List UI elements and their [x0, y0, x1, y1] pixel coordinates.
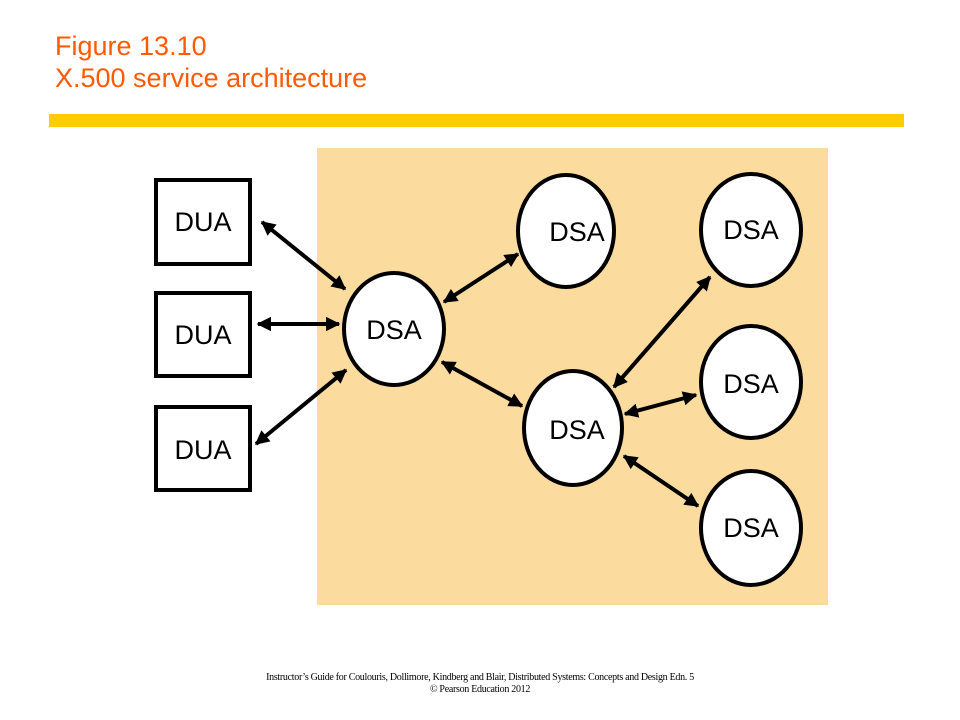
- footer-credit: Instructor’s Guide for Coulouris, Dollim…: [0, 672, 960, 696]
- dsa-top-node: [516, 173, 616, 289]
- dsa-right-mid-label: DSA: [723, 369, 779, 399]
- dsa-right-bottom-label: DSA: [723, 513, 779, 543]
- link-dsa-central-dsa-mid: [440, 360, 524, 408]
- accent-bar: [49, 114, 904, 127]
- dsa-right-top-node: [699, 172, 803, 288]
- link-dua1-dsa-central: [260, 220, 347, 291]
- dsa-mid-node: [522, 369, 624, 487]
- link-dsa-central-dsa-top: [442, 252, 520, 304]
- footer-line-2: © Pearson Education 2012: [429, 684, 531, 695]
- link-dsa-mid-dsa-right-bottom: [622, 454, 700, 508]
- link-dua3-dsa-central: [254, 368, 348, 446]
- dsa-right-mid-node: [699, 324, 803, 440]
- link-dsa-mid-dsa-right-mid: [623, 391, 698, 418]
- dsa-central-label: DSA: [366, 315, 422, 345]
- dsa-right-bottom-node: [699, 469, 803, 587]
- dsa-central-node: [342, 271, 446, 387]
- figure-title: Figure 13.10 X.500 service architecture: [55, 30, 367, 94]
- dsa-top-label: DSA: [549, 217, 605, 247]
- dua-label-3: DUA: [174, 435, 231, 465]
- figure-caption: X.500 service architecture: [55, 63, 368, 93]
- dsa-mid-label: DSA: [549, 415, 605, 445]
- dua-box-1: [154, 178, 252, 266]
- dua-label-1: DUA: [174, 207, 231, 237]
- dua-box-3: [154, 405, 252, 492]
- footer-line-1: Instructor’s Guide for Coulouris, Dollim…: [266, 672, 694, 683]
- link-dsa-mid-dsa-right-top: [612, 275, 712, 389]
- dua-box-2: [154, 291, 252, 378]
- dsa-right-top-label: DSA: [723, 215, 779, 245]
- figure-number: Figure 13.10: [55, 31, 207, 61]
- dua-label-2: DUA: [174, 320, 231, 350]
